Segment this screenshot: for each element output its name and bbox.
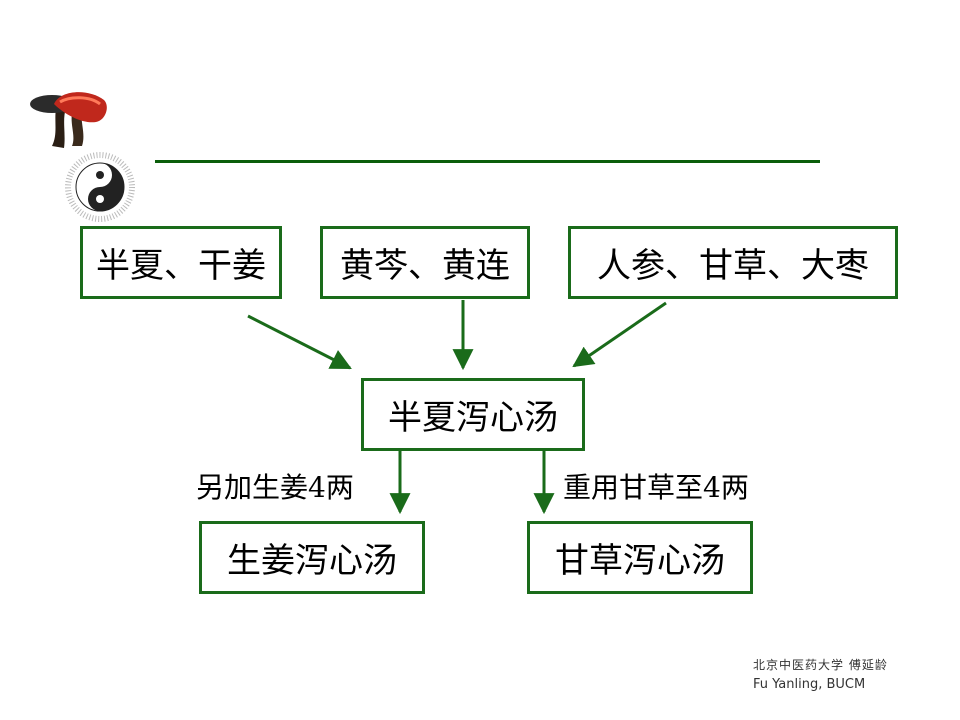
arrow-right-to-center (572, 301, 667, 368)
herb-box-renshen-gancao-dazao: 人参、甘草、大枣 (568, 226, 898, 299)
result-box-gancao: 甘草泻心汤 (527, 521, 753, 594)
left-branch-label: 另加生姜4两 (196, 471, 354, 504)
herb-box-huangqin-huanglian: 黄芩、黄连 (320, 226, 530, 299)
herb-box-banxia-ganjiang: 半夏、干姜 (80, 226, 282, 299)
lingzhi-mushroom-icon (30, 92, 107, 148)
footer-author: Fu Yanling, BUCM (753, 677, 866, 692)
title-rule (155, 160, 820, 163)
footer-institution: 北京中医药大学 傅延龄 (753, 658, 888, 672)
right-branch-label: 重用甘草至4两 (563, 471, 749, 504)
result-box-shengjiang: 生姜泻心汤 (199, 521, 425, 594)
center-formula-box: 半夏泻心汤 (361, 378, 585, 451)
arrow-left-to-center (247, 314, 352, 370)
taiji-chart-icon (65, 152, 135, 222)
